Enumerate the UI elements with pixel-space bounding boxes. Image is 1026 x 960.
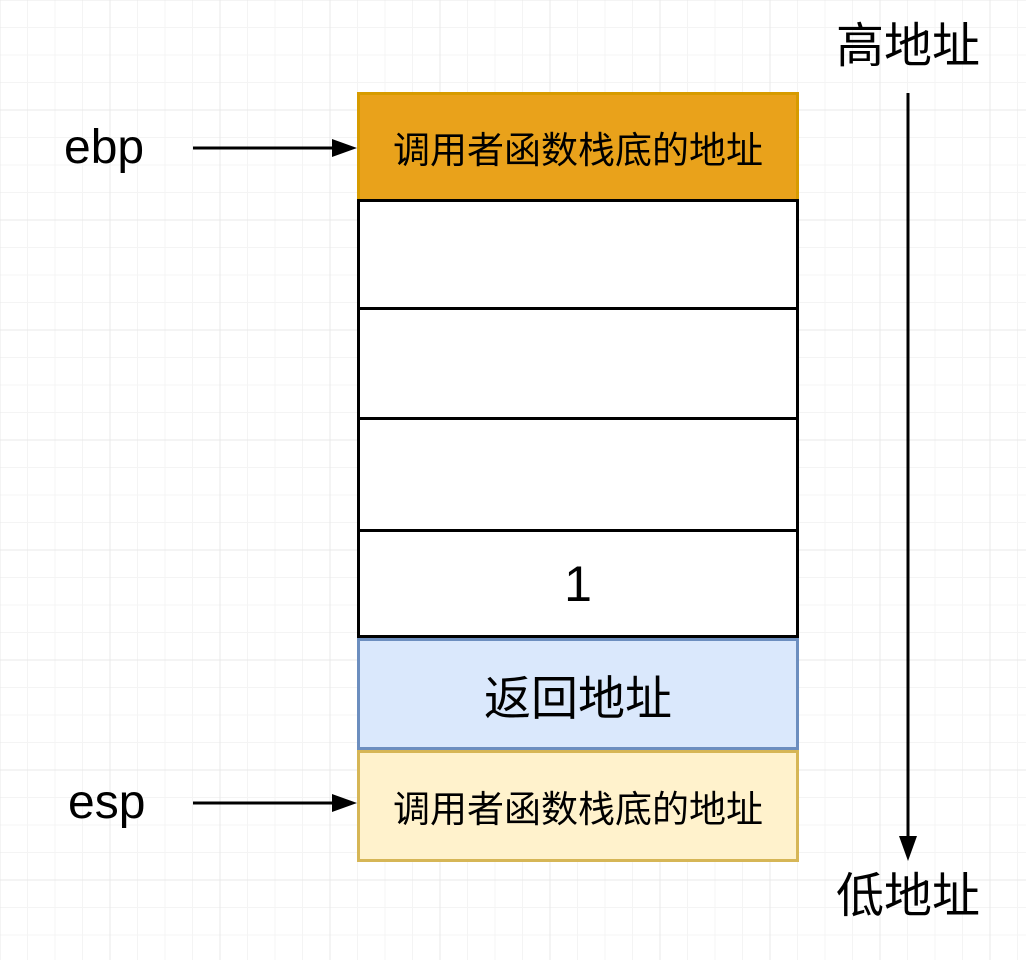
stack-cell-saved-ebp-at-esp: 调用者函数栈底的地址 [357, 750, 799, 862]
high-address-label: 高地址 [835, 20, 980, 73]
stack-cell-label: 调用者函数栈底的地址 [393, 130, 763, 171]
stack-cell-empty-2 [357, 307, 799, 420]
stack-cell-local-value: 1 [357, 529, 799, 638]
address-direction-arrow-icon [899, 93, 917, 861]
low-address-label: 低地址 [835, 870, 980, 923]
stack-cell-label: 调用者函数栈底的地址 [393, 789, 763, 830]
stack-cell-empty-3 [357, 417, 799, 532]
ebp-register-label: ebp [64, 121, 145, 174]
stack-cell-empty-1 [357, 199, 799, 310]
stack-cell-label: 返回地址 [484, 671, 672, 725]
stack-cell-label: 1 [564, 555, 592, 612]
esp-arrow-icon [193, 794, 357, 812]
stack-cell-saved-ebp: 调用者函数栈底的地址 [357, 92, 799, 202]
ebp-arrow-icon [193, 139, 357, 157]
stack-cell-return-address: 返回地址 [357, 638, 799, 750]
esp-register-label: esp [68, 776, 146, 829]
